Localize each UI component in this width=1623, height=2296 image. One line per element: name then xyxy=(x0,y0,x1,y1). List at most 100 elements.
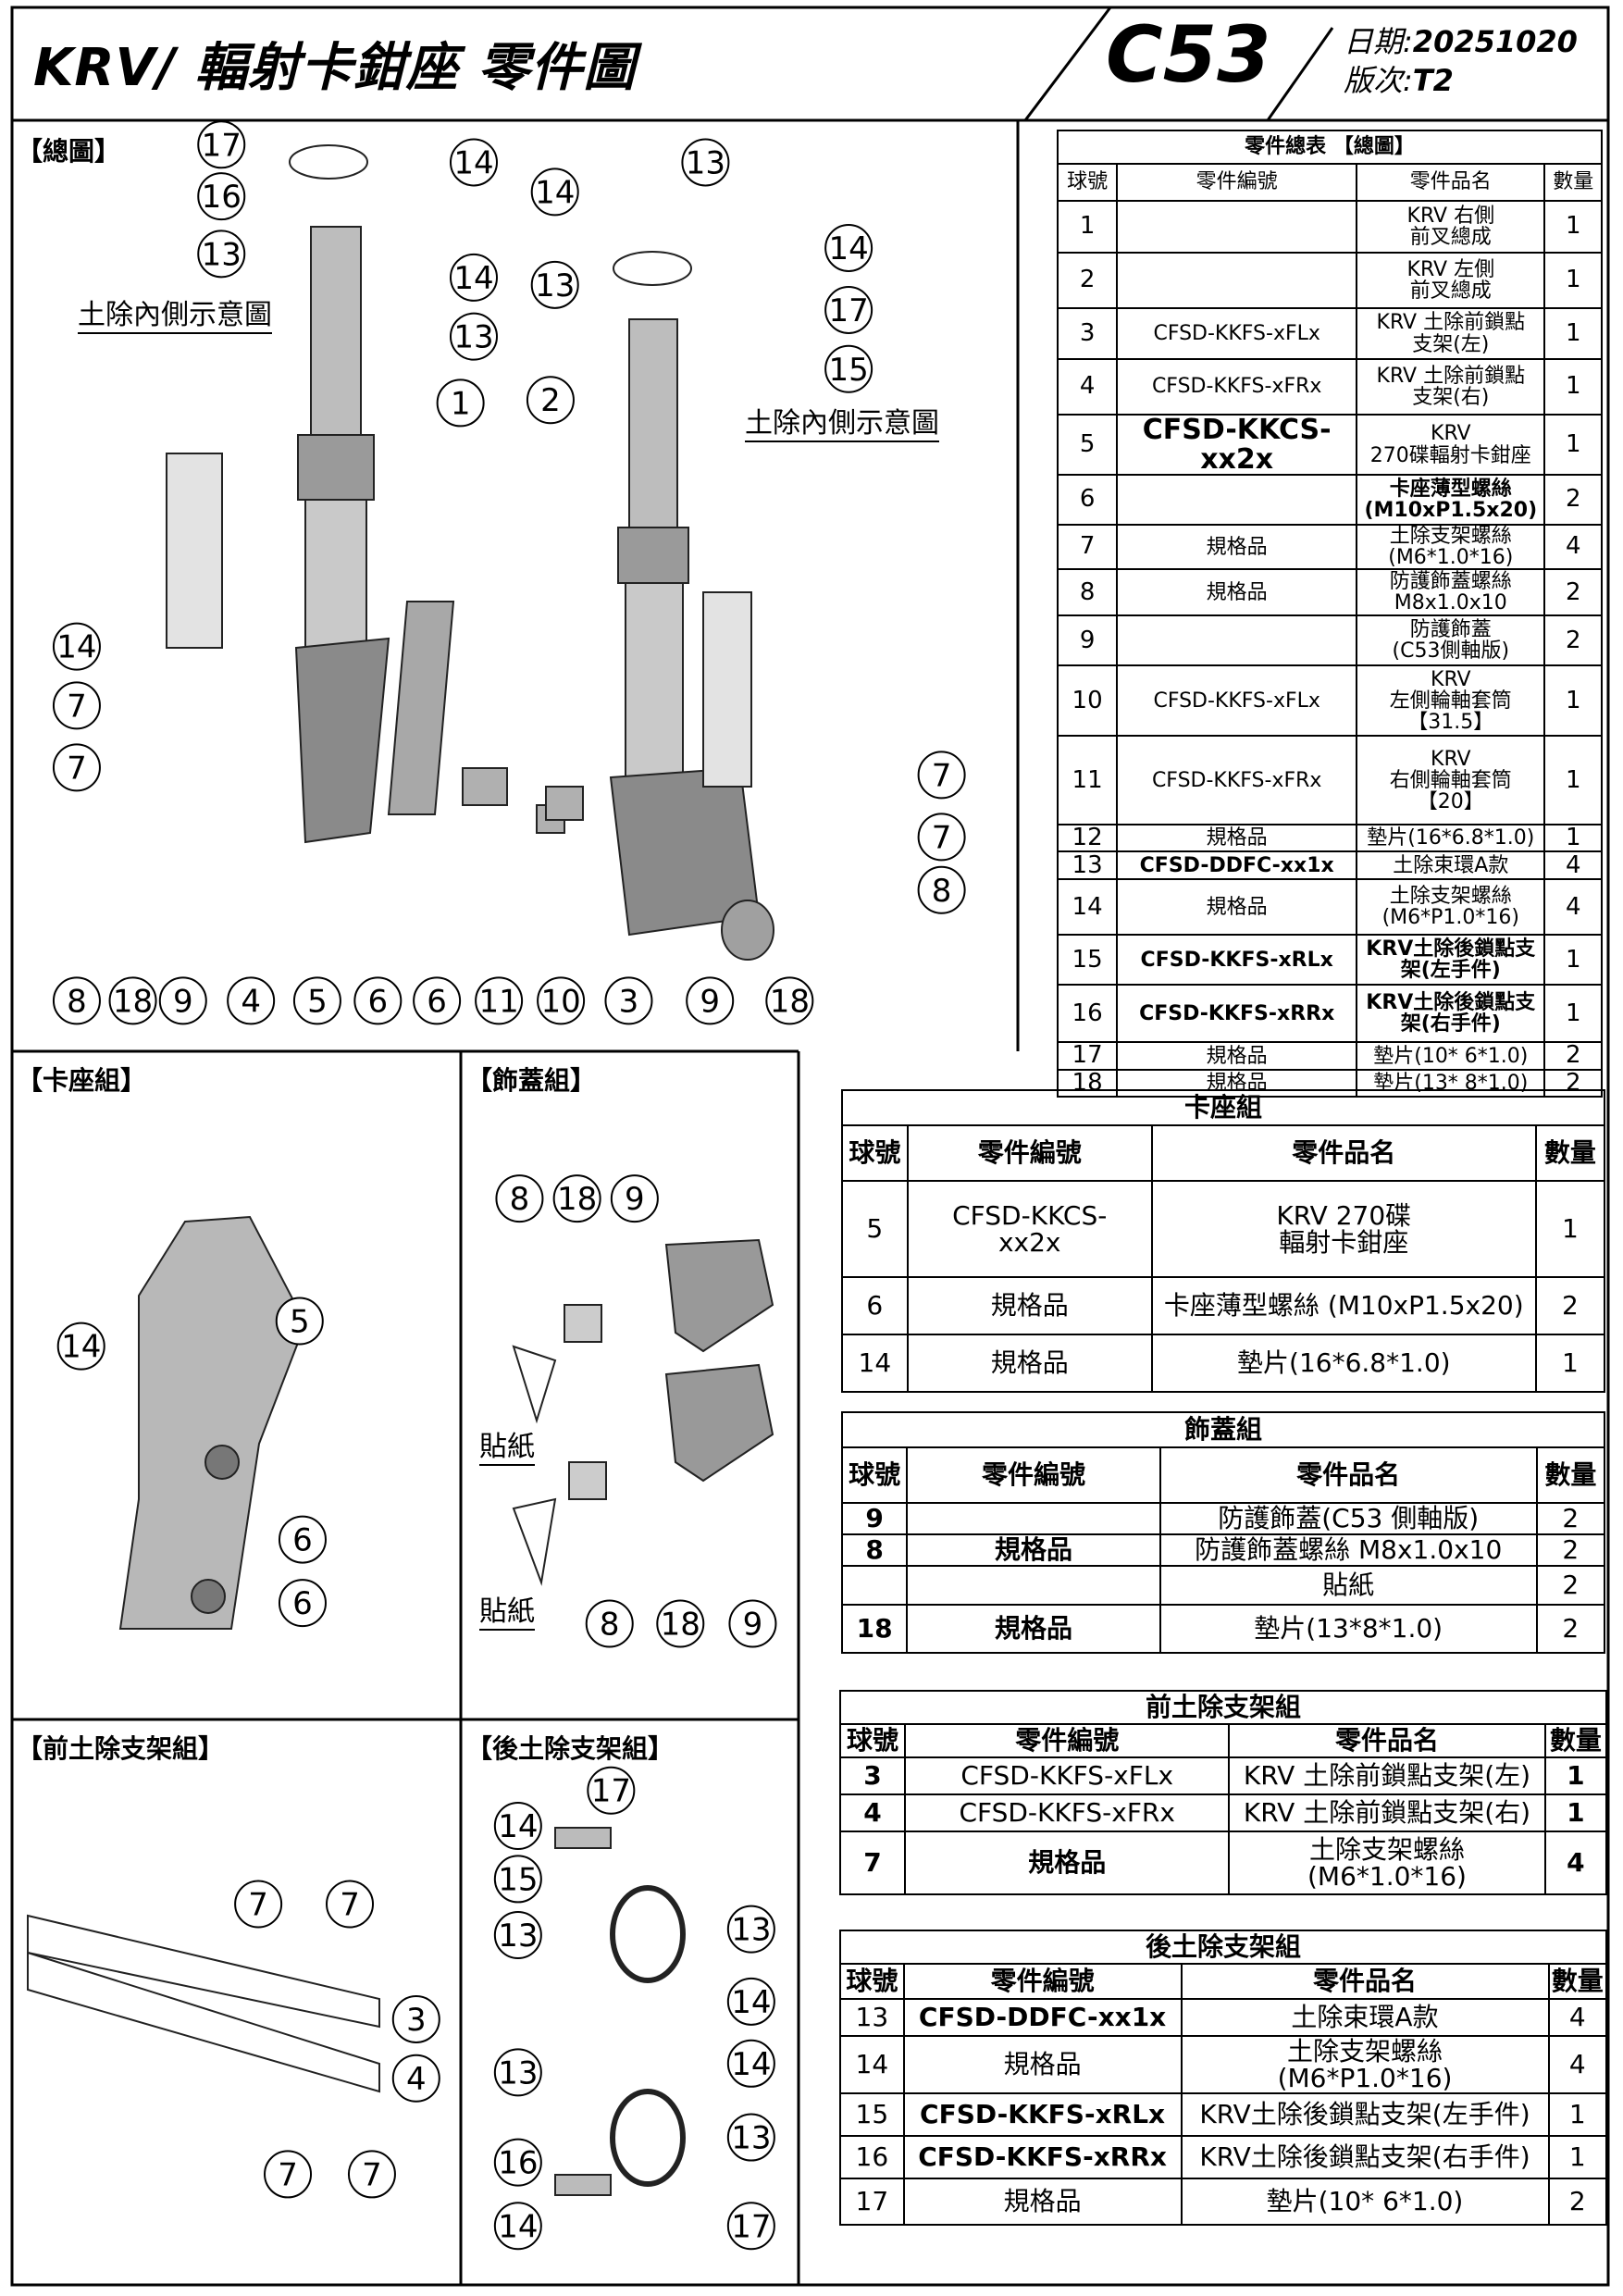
cell-no: 5 xyxy=(1056,414,1119,476)
table-caption: 零件總表 【總圖】 xyxy=(1057,130,1603,165)
balloon-callout: 18 xyxy=(765,976,814,1025)
inner-side-note-right: 土除內側示意圖 xyxy=(745,400,939,442)
cell-name: 土除支架螺絲 (M6*1.0*16) xyxy=(1228,1831,1546,1895)
cell-no: 4 xyxy=(838,1793,907,1832)
balloon-callout: 9 xyxy=(686,976,735,1025)
balloon-callout: 14 xyxy=(530,168,579,217)
balloon-callout: 13 xyxy=(726,2113,775,2162)
balloon-number: 14 xyxy=(498,2208,538,2245)
cell-qty: 1 xyxy=(1543,664,1603,738)
cell-no: 10 xyxy=(1056,664,1119,738)
balloon-circle xyxy=(108,976,157,1025)
column-header: 數量 xyxy=(1534,1124,1606,1182)
balloon-callout: 16 xyxy=(197,172,246,221)
table-caption: 前土除支架組 xyxy=(839,1690,1607,1725)
cell-name: 卡座薄型螺絲 (M10xP1.5x20) xyxy=(1150,1276,1537,1335)
balloon-callout: 10 xyxy=(537,976,586,1025)
balloon-number: 1 xyxy=(451,385,471,422)
panel-title-main: 【總圖】 xyxy=(17,136,121,167)
cell-code: CFSD-KKFS-xFRx xyxy=(1116,735,1358,826)
exploded-view-parts xyxy=(27,144,774,2196)
balloon-circle xyxy=(436,379,485,428)
cell-code: CFSD-KKFS-xFRx xyxy=(904,1793,1231,1832)
table-header-row: 球號零件編號零件品名數量 xyxy=(838,1723,1608,1758)
balloon-circle xyxy=(449,253,498,302)
balloon-callout: 14 xyxy=(52,622,101,671)
cell-code: CFSD-DDFC-xx1x xyxy=(902,1998,1183,2037)
cell-qty: 2 xyxy=(1543,614,1603,667)
cell-code: 規格品 xyxy=(906,1334,1153,1393)
balloon-circle xyxy=(56,1322,105,1371)
cell-code: 規格品 xyxy=(904,1831,1231,1895)
column-header: 零件編號 xyxy=(906,1446,1161,1504)
balloon-number: 8 xyxy=(932,873,952,910)
cell-qty: 4 xyxy=(1543,1831,1608,1895)
cell-qty: 4 xyxy=(1543,878,1603,937)
cell-qty: 1 xyxy=(1543,1793,1608,1832)
cell-qty: 2 xyxy=(1534,1276,1606,1335)
cell-name: KRV土除後鎖點支架(左手件) xyxy=(1180,2092,1550,2137)
cell-name: 防護飾蓋螺絲 M8x1.0x10 xyxy=(1356,568,1546,617)
balloon-circle xyxy=(413,976,462,1025)
column-header: 零件品名 xyxy=(1158,1446,1538,1504)
balloon-circle xyxy=(537,976,586,1025)
balloon-circle xyxy=(52,743,101,792)
balloon-callout: 6 xyxy=(278,1515,327,1564)
table-caption: 飾蓋組 xyxy=(841,1411,1605,1448)
cell-qty: 2 xyxy=(1535,1565,1606,1606)
frame-lines xyxy=(10,6,1610,2287)
column-header: 零件編號 xyxy=(1116,163,1358,202)
cell-name: KRV土除後鎖點支架(右手件) xyxy=(1180,2135,1550,2179)
cell-name: 墊片(10* 6*1.0) xyxy=(1180,2178,1550,2226)
cell-code: 規格品 xyxy=(1116,824,1358,853)
balloon-circle xyxy=(656,1599,705,1648)
balloon-number: 13 xyxy=(498,2054,538,2091)
balloon-number: 14 xyxy=(56,629,96,666)
cell-name: 土除支架螺絲 (M6*1.0*16) xyxy=(1356,523,1546,571)
cell-code xyxy=(1116,474,1358,526)
balloon-callout: 8 xyxy=(917,865,966,914)
column-header: 球號 xyxy=(1056,163,1119,202)
cell-qty: 1 xyxy=(1543,735,1603,826)
balloon-callout: 7 xyxy=(234,1880,283,1929)
balloon-number: 7 xyxy=(932,757,952,794)
cell-no: 9 xyxy=(1056,614,1119,667)
balloon-number: 18 xyxy=(661,1607,700,1644)
balloon-callout: 18 xyxy=(552,1174,601,1223)
cell-name: KRV土除後鎖點支 架(左手件) xyxy=(1356,934,1546,987)
cell-no: 13 xyxy=(839,1998,905,2037)
balloon-number: 2 xyxy=(540,382,561,419)
balloon-circle xyxy=(52,976,101,1025)
cell-qty: 1 xyxy=(1543,1756,1608,1795)
balloon-callout: 8 xyxy=(495,1174,544,1223)
balloon-callout: 8 xyxy=(585,1599,634,1648)
balloon-circle xyxy=(278,1579,327,1628)
balloon-callout: 4 xyxy=(391,2054,440,2103)
balloon-callout: 4 xyxy=(227,976,276,1025)
balloon-circle xyxy=(391,2054,440,2103)
cell-no: 9 xyxy=(840,1502,909,1535)
column-header: 零件編號 xyxy=(902,1963,1183,2000)
cell-qty: 1 xyxy=(1543,824,1603,853)
balloon-number: 5 xyxy=(290,1304,310,1341)
balloon-circle xyxy=(604,976,653,1025)
balloon-number: 10 xyxy=(540,983,580,1020)
balloon-circle xyxy=(552,1174,601,1223)
balloon-number: 9 xyxy=(173,983,193,1020)
balloon-circle xyxy=(493,1802,542,1851)
balloon-callout: 17 xyxy=(587,1766,636,1815)
cell-code: 規格品 xyxy=(906,1276,1153,1335)
column-header: 數量 xyxy=(1547,1963,1607,2000)
balloon-number: 17 xyxy=(731,2208,771,2245)
balloon-number: 8 xyxy=(510,1181,530,1218)
cell-qty: 2 xyxy=(1543,568,1603,617)
balloon-circle xyxy=(495,1174,544,1223)
cell-no: 18 xyxy=(840,1604,909,1654)
